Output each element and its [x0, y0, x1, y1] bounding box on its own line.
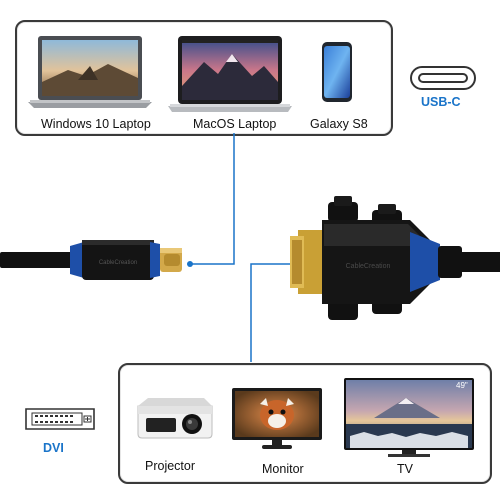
windows-laptop-label: Windows 10 Laptop — [41, 117, 151, 131]
usb-c-label: USB-C — [421, 95, 461, 109]
monitor-image — [232, 388, 322, 449]
dvi-brand-text: CableCreation — [346, 263, 391, 270]
projector-image — [137, 398, 213, 439]
tv-label: TV — [397, 462, 413, 476]
galaxy-s8-label: Galaxy S8 — [310, 117, 368, 131]
usb-c-cable-image: CableCreation — [0, 240, 182, 280]
dvi-cable-image: CableCreation — [290, 196, 500, 320]
tv-image — [344, 378, 474, 457]
dvi-label: DVI — [43, 441, 64, 455]
macos-laptop-label: MacOS Laptop — [193, 117, 277, 131]
galaxy-s8-phone-image — [322, 42, 352, 102]
projector-label: Projector — [145, 459, 196, 473]
usb-c-port-icon — [410, 66, 476, 90]
tv-size-badge: 49" — [456, 381, 468, 390]
dvi-port-icon — [25, 408, 95, 430]
usb-c-brand-text: CableCreation — [99, 260, 137, 266]
macos-laptop-image — [168, 36, 292, 112]
monitor-label: Monitor — [262, 462, 304, 476]
windows-laptop-image — [28, 36, 152, 108]
